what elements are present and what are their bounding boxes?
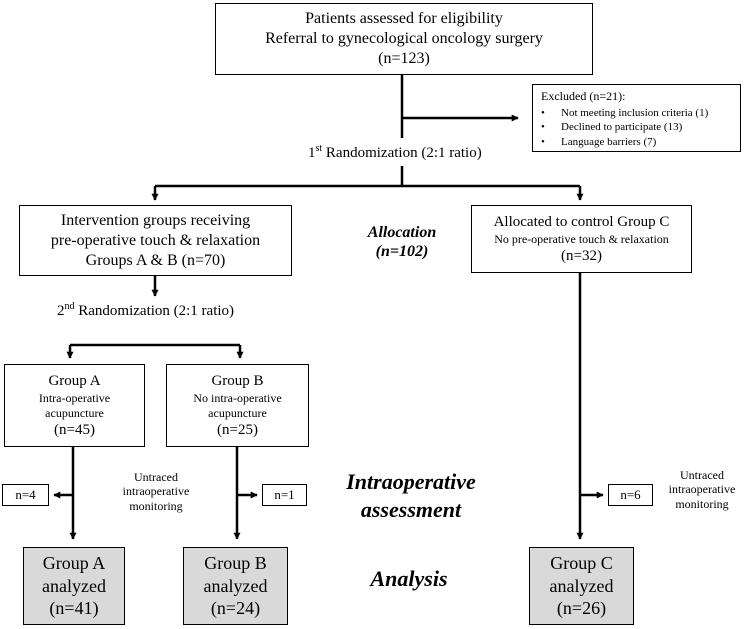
groupA-line1: Intra-operative xyxy=(38,390,111,405)
groupB-box: Group B No intra-operative acupuncture (… xyxy=(166,364,309,447)
control-line1: Allocated to control Group C xyxy=(493,213,670,230)
analyzedC-box: Group C analyzed (n=26) xyxy=(529,547,634,625)
untraced-c-label: Untraced intraoperative monitoring xyxy=(668,468,736,511)
excluded-title: Excluded (n=21): xyxy=(541,89,626,103)
eligibility-line2: Referral to gynecological oncology surge… xyxy=(265,30,543,47)
randomization1-label: 1st Randomization (2:1 ratio) xyxy=(308,143,482,162)
excluded-item-text: Language barriers (7) xyxy=(561,135,657,148)
intervention-line3: Groups A & B (n=70) xyxy=(85,251,226,269)
excluded-item: • Not meeting inclusion criteria (1) xyxy=(541,106,734,120)
bullet-icon: • xyxy=(541,121,545,134)
bullet-icon: • xyxy=(541,107,545,119)
groupB-line2: acupuncture xyxy=(208,405,267,420)
eligibility-box: Patients assessed for eligibility Referr… xyxy=(215,3,593,75)
groupB-count: (n=25) xyxy=(217,421,258,438)
excluded-item-text: Declined to participate (13) xyxy=(561,121,683,134)
excluded-item: • Declined to participate (13) xyxy=(541,120,734,134)
allocation-label: Allocation (n=102) xyxy=(367,224,437,261)
groupA-box: Group A Intra-operative acupuncture (n=4… xyxy=(4,364,145,447)
control-box: Allocated to control Group C No pre-oper… xyxy=(471,205,692,273)
excluded-item-text: Not meeting inclusion criteria (1) xyxy=(561,107,709,119)
bullet-icon: • xyxy=(541,135,545,148)
groupA-title: Group A xyxy=(48,372,101,389)
groupB-line1: No intra-operative xyxy=(193,390,282,405)
intervention-line1: Intervention groups receiving xyxy=(60,211,251,229)
groupA-loss-box: n=4 xyxy=(2,484,49,506)
groupA-count: (n=45) xyxy=(54,421,95,438)
analyzedA-box: Group A analyzed (n=41) xyxy=(23,547,125,625)
control-line2: No pre-operative touch & relaxation xyxy=(494,231,669,246)
groupC-loss-box: n=6 xyxy=(608,484,653,506)
randomization2-label: 2nd Randomization (2:1 ratio) xyxy=(57,301,235,320)
groupB-title: Group B xyxy=(211,372,264,389)
eligibility-line1: Patients assessed for eligibility xyxy=(305,10,503,27)
intraoperative-assessment-label: Intraoperative assessment xyxy=(346,469,476,522)
control-count: (n=32) xyxy=(561,247,602,264)
eligibility-count: (n=123) xyxy=(378,50,430,67)
analysis-label: Analysis xyxy=(370,566,448,591)
groupA-line2: acupuncture xyxy=(45,405,104,420)
untraced-ab-label: Untraced intraoperative monitoring xyxy=(122,470,190,513)
excluded-box: Excluded (n=21): • Not meeting inclusion … xyxy=(532,84,741,152)
groupB-loss-box: n=1 xyxy=(262,484,307,506)
excluded-list: • Not meeting inclusion criteria (1) • Dec… xyxy=(541,106,734,149)
analyzedB-box: Group B analyzed (n=24) xyxy=(183,547,288,625)
intervention-line2: pre-operative touch & relaxation xyxy=(50,231,261,249)
intervention-box: Intervention groups receiving pre-operat… xyxy=(19,205,292,276)
excluded-item: • Language barriers (7) xyxy=(541,135,734,149)
